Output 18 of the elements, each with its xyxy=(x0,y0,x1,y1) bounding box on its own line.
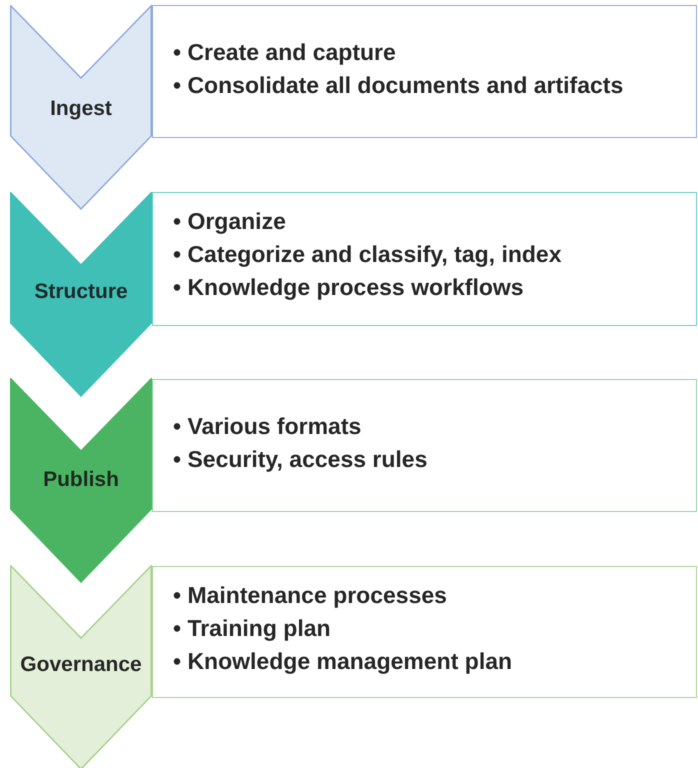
bullet-item: • Training plan xyxy=(173,614,332,643)
text-panel xyxy=(152,566,697,698)
stage-label: Publish xyxy=(42,468,120,492)
text-panel xyxy=(152,5,697,138)
bullet-item: • Organize xyxy=(173,207,287,236)
bullet-item: • Knowledge management plan xyxy=(173,647,514,676)
bullet-item: • Categorize and classify, tag, index xyxy=(173,240,563,269)
bullet-item: • Maintenance processes xyxy=(173,581,448,610)
stage-label: Governance xyxy=(19,653,143,677)
stage-label: Structure xyxy=(33,280,129,304)
bullet-item: • Knowledge process workflows xyxy=(173,273,525,302)
text-panel xyxy=(152,379,697,512)
stage-label: Ingest xyxy=(49,97,113,121)
text-panel xyxy=(152,192,697,326)
bullet-item: • Consolidate all documents and artifacts xyxy=(173,71,624,100)
bullet-item: • Security, access rules xyxy=(173,445,428,474)
bullet-item: • Various formats xyxy=(173,412,362,441)
bullet-item: • Create and capture xyxy=(173,38,397,67)
